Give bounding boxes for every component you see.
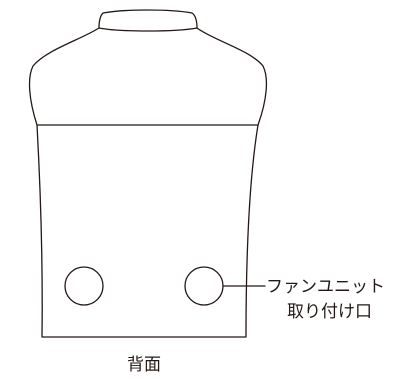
fan-mount-right (184, 266, 224, 306)
callout-label-line2: 取り付け口 (287, 302, 372, 322)
vest-body-outline (28, 27, 268, 338)
fan-mount-left (64, 266, 104, 306)
callout-label-line1: ファンユニット (266, 277, 385, 297)
collar-outline (98, 9, 198, 29)
view-label: 背面 (127, 355, 161, 375)
